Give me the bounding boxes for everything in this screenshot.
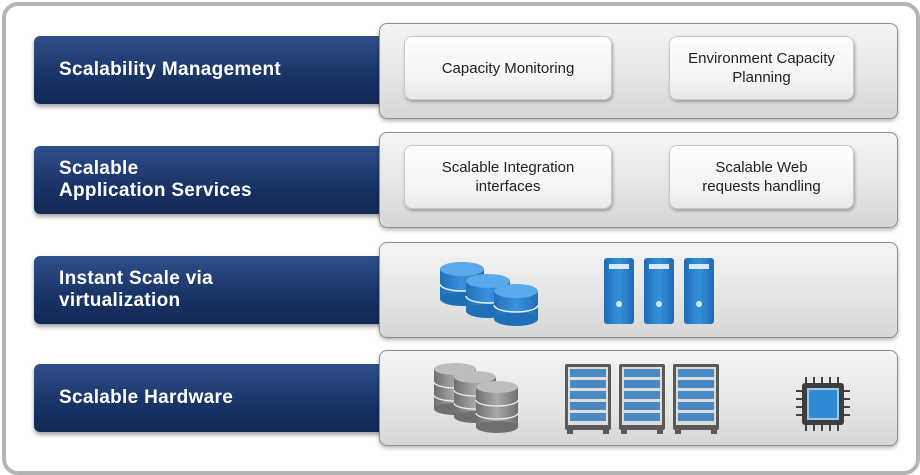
server-tower-icon bbox=[604, 258, 714, 324]
layer-panel-instant-scale-virtualization bbox=[379, 242, 898, 338]
server-rack-icon bbox=[565, 364, 719, 434]
layer-panel-scalable-hardware bbox=[379, 350, 898, 446]
layer-panel-scalability-management: Capacity Monitoring Environment Capacity… bbox=[379, 23, 898, 119]
layer-label-scalability-management: Scalability Management bbox=[34, 36, 406, 104]
scalable-integration-interfaces-box: Scalable Integration interfaces bbox=[404, 145, 612, 209]
environment-capacity-planning-box: Environment Capacity Planning bbox=[669, 36, 854, 100]
cpu-chip-icon bbox=[796, 377, 850, 431]
database-cluster-icon bbox=[433, 363, 519, 433]
capacity-monitoring-box: Capacity Monitoring bbox=[404, 36, 612, 100]
layer-label-scalable-application-services: Scalable Application Services bbox=[34, 146, 406, 214]
layer-label-scalable-hardware: Scalable Hardware bbox=[34, 364, 406, 432]
layer-panel-scalable-application-services: Scalable Integration interfaces Scalable… bbox=[379, 132, 898, 228]
scalable-web-requests-box: Scalable Web requests handling bbox=[669, 145, 854, 209]
database-cluster-icon bbox=[439, 262, 539, 326]
layer-label-instant-scale-virtualization: Instant Scale via virtualization bbox=[34, 256, 406, 324]
